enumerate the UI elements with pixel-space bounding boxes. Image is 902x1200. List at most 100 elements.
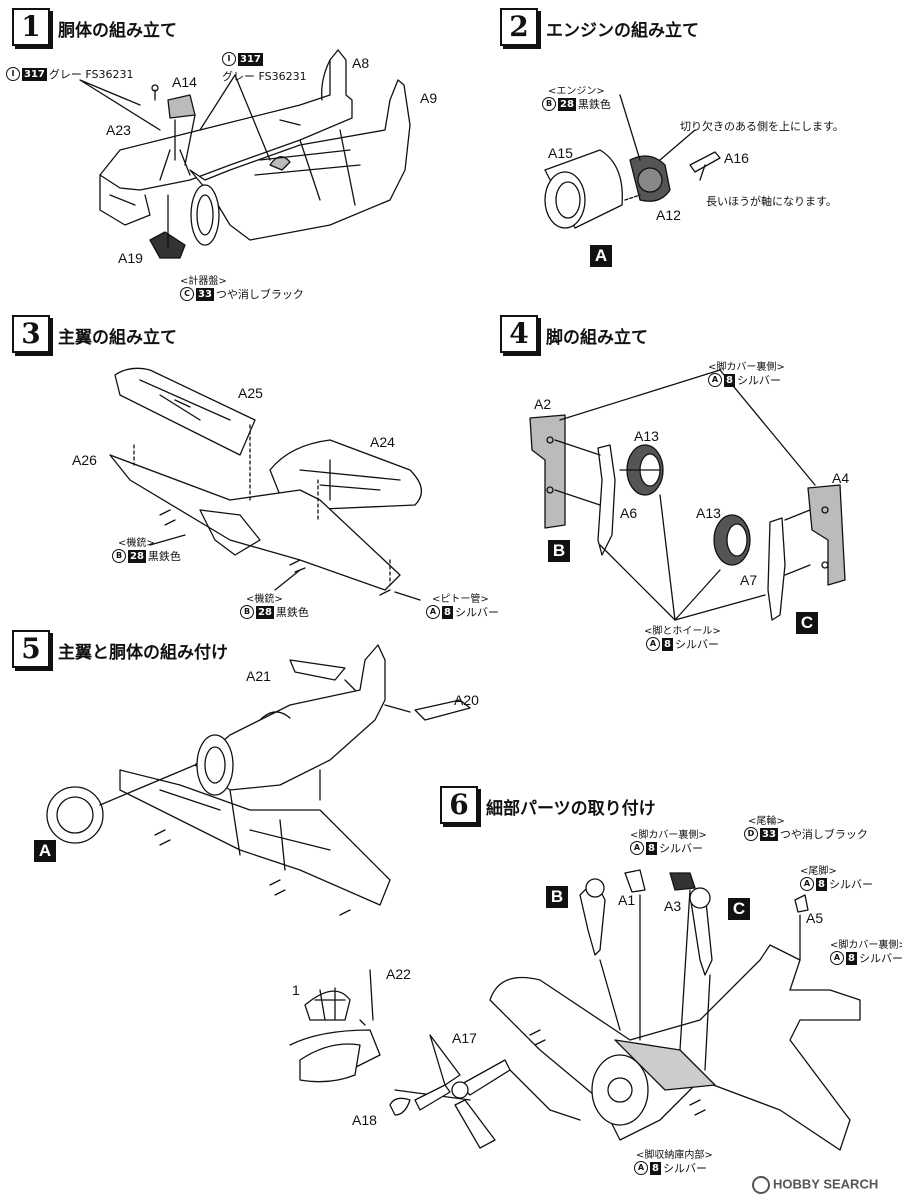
paint-number: 28	[128, 549, 146, 563]
part-label-a19: A19	[118, 250, 143, 266]
part-label-a23: A23	[106, 122, 131, 138]
part-label-a15: A15	[548, 145, 573, 161]
part-label-a13-left: A13	[634, 428, 659, 444]
paint-letter: C	[180, 287, 194, 301]
paint-letter: B	[112, 549, 126, 563]
step3-pitot-paint-spec: A 8 シルバー	[426, 604, 499, 620]
step-1-title: 胴体の組み立て	[58, 21, 177, 41]
paint-number: 8	[646, 841, 657, 855]
step4-marker-c: C	[796, 612, 818, 634]
paint-letter: A	[708, 373, 722, 387]
watermark-logo-icon	[752, 1176, 770, 1194]
part-label-a17: A17	[452, 1030, 477, 1046]
paint-number: 33	[196, 287, 214, 301]
step6-cover-paint-spec: A 8 シルバー	[630, 840, 703, 856]
paint-name: 黒鉄色	[577, 98, 611, 111]
part-label-a24: A24	[370, 434, 395, 450]
step6-marker-c: C	[728, 898, 750, 920]
part-label-a26: A26	[72, 452, 97, 468]
paint-letter: A	[630, 841, 644, 855]
step4-cover-bracket: <脚カバー裏側>	[708, 362, 785, 373]
part-label-a9: A9	[420, 90, 438, 106]
step-6-title: 細部パーツの取り付け	[486, 799, 656, 819]
step-5-title: 主翼と胴体の組み付け	[58, 643, 228, 663]
part-label-a25: A25	[238, 385, 263, 401]
paint-letter: A	[830, 951, 844, 965]
part-label-a16: A16	[724, 150, 749, 166]
part-label-a21: A21	[246, 668, 271, 684]
paint-letter: B	[240, 605, 254, 619]
step6-cover2-paint-spec: A 8 シルバー	[830, 950, 902, 966]
step6-bay-paint-spec: A 8 シルバー	[634, 1160, 707, 1176]
step1-leader-lines	[79, 74, 301, 248]
step4-leg-bracket: <脚とホイール>	[644, 626, 721, 637]
step6-marker-b: B	[546, 886, 568, 908]
part-label-a12: A12	[656, 207, 681, 223]
step4-cover-paint-spec: A 8 シルバー	[708, 372, 781, 388]
step3-pitot-bracket: <ピトー管>	[432, 594, 489, 605]
part-label-a18: A18	[352, 1112, 377, 1128]
paint-number: 33	[760, 827, 778, 841]
part-label-a4: A4	[832, 470, 850, 486]
paint-number: 317	[22, 67, 47, 81]
paint-letter: B	[542, 97, 556, 111]
step6-tailwheel-bracket: <尾輪>	[748, 816, 785, 827]
part-label-a14: A14	[172, 74, 197, 90]
paint-letter: D	[744, 827, 758, 841]
step-3-title: 主翼の組み立て	[58, 328, 177, 348]
step-5-number: 5	[12, 630, 50, 668]
step-3-number: 3	[12, 315, 50, 353]
part-label-a13-right: A13	[696, 505, 721, 521]
paint-number: 28	[256, 605, 274, 619]
step3-gun1-bracket: <機銃>	[118, 538, 155, 549]
paint-letter: A	[426, 605, 440, 619]
paint-number: 8	[650, 1161, 661, 1175]
step6-tailleg-bracket: <尾脚>	[800, 866, 837, 877]
watermark-text: HOBBY SEARCH	[773, 1176, 879, 1192]
paint-name: シルバー	[828, 878, 873, 891]
step6-cover-bracket: <脚カバー裏側>	[630, 830, 707, 841]
part-label-a8: A8	[352, 55, 370, 71]
paint-name: つや消しブラック	[215, 288, 304, 301]
step5-assembly-drawing	[46, 644, 471, 916]
step4-leg-paint-spec: A 8 シルバー	[646, 636, 719, 652]
paint-name: シルバー	[662, 1162, 707, 1175]
paint-number: 8	[662, 637, 673, 651]
step2-engine-bracket: <エンジン>	[548, 86, 605, 97]
step1-paint-spec-right-code: I 317	[222, 52, 263, 66]
step3-gun2-paint-spec: B 28 黒鉄色	[240, 604, 309, 620]
step-1-number: 1	[12, 8, 50, 46]
step2-note-notch: 切り欠きのある側を上にします。	[680, 120, 844, 133]
step-2-title: エンジンの組み立て	[546, 21, 699, 41]
part-label-a20: A20	[454, 692, 479, 708]
paint-number: 8	[724, 373, 735, 387]
paint-name: つや消しブラック	[779, 828, 868, 841]
part-label-a6: A6	[620, 505, 638, 521]
paint-number: 8	[442, 605, 453, 619]
step4-marker-b: B	[548, 540, 570, 562]
part-label-canopy-1: 1	[292, 982, 300, 998]
step6-detail-drawing	[489, 869, 861, 1151]
paint-name: シルバー	[858, 952, 902, 965]
step5-marker-a: A	[34, 840, 56, 862]
step2-note-shaft: 長いほうが軸になります。	[706, 195, 837, 208]
paint-letter: A	[646, 637, 660, 651]
step-4-number: 4	[500, 315, 538, 353]
paint-number: 8	[846, 951, 857, 965]
step6-cover2-bracket: <脚カバー裏側>	[830, 940, 902, 951]
step2-marker-a: A	[590, 245, 612, 267]
step5-canopy-drawing	[289, 969, 581, 1149]
step2-engine-drawing	[544, 94, 721, 229]
step3-wing-drawing	[109, 367, 422, 601]
paint-letter: I	[6, 67, 20, 81]
paint-letter: A	[634, 1161, 648, 1175]
step-4-title: 脚の組み立て	[546, 328, 648, 348]
part-label-a5: A5	[806, 910, 824, 926]
paint-letter: A	[800, 877, 814, 891]
paint-name: 黒鉄色	[147, 550, 181, 563]
step1-panel-paint-spec: C 33 つや消しブラック	[180, 286, 304, 302]
step1-paint-spec-right-name: グレー FS36231	[222, 70, 307, 83]
part-label-a2: A2	[534, 396, 552, 412]
part-label-a1: A1	[618, 892, 636, 908]
